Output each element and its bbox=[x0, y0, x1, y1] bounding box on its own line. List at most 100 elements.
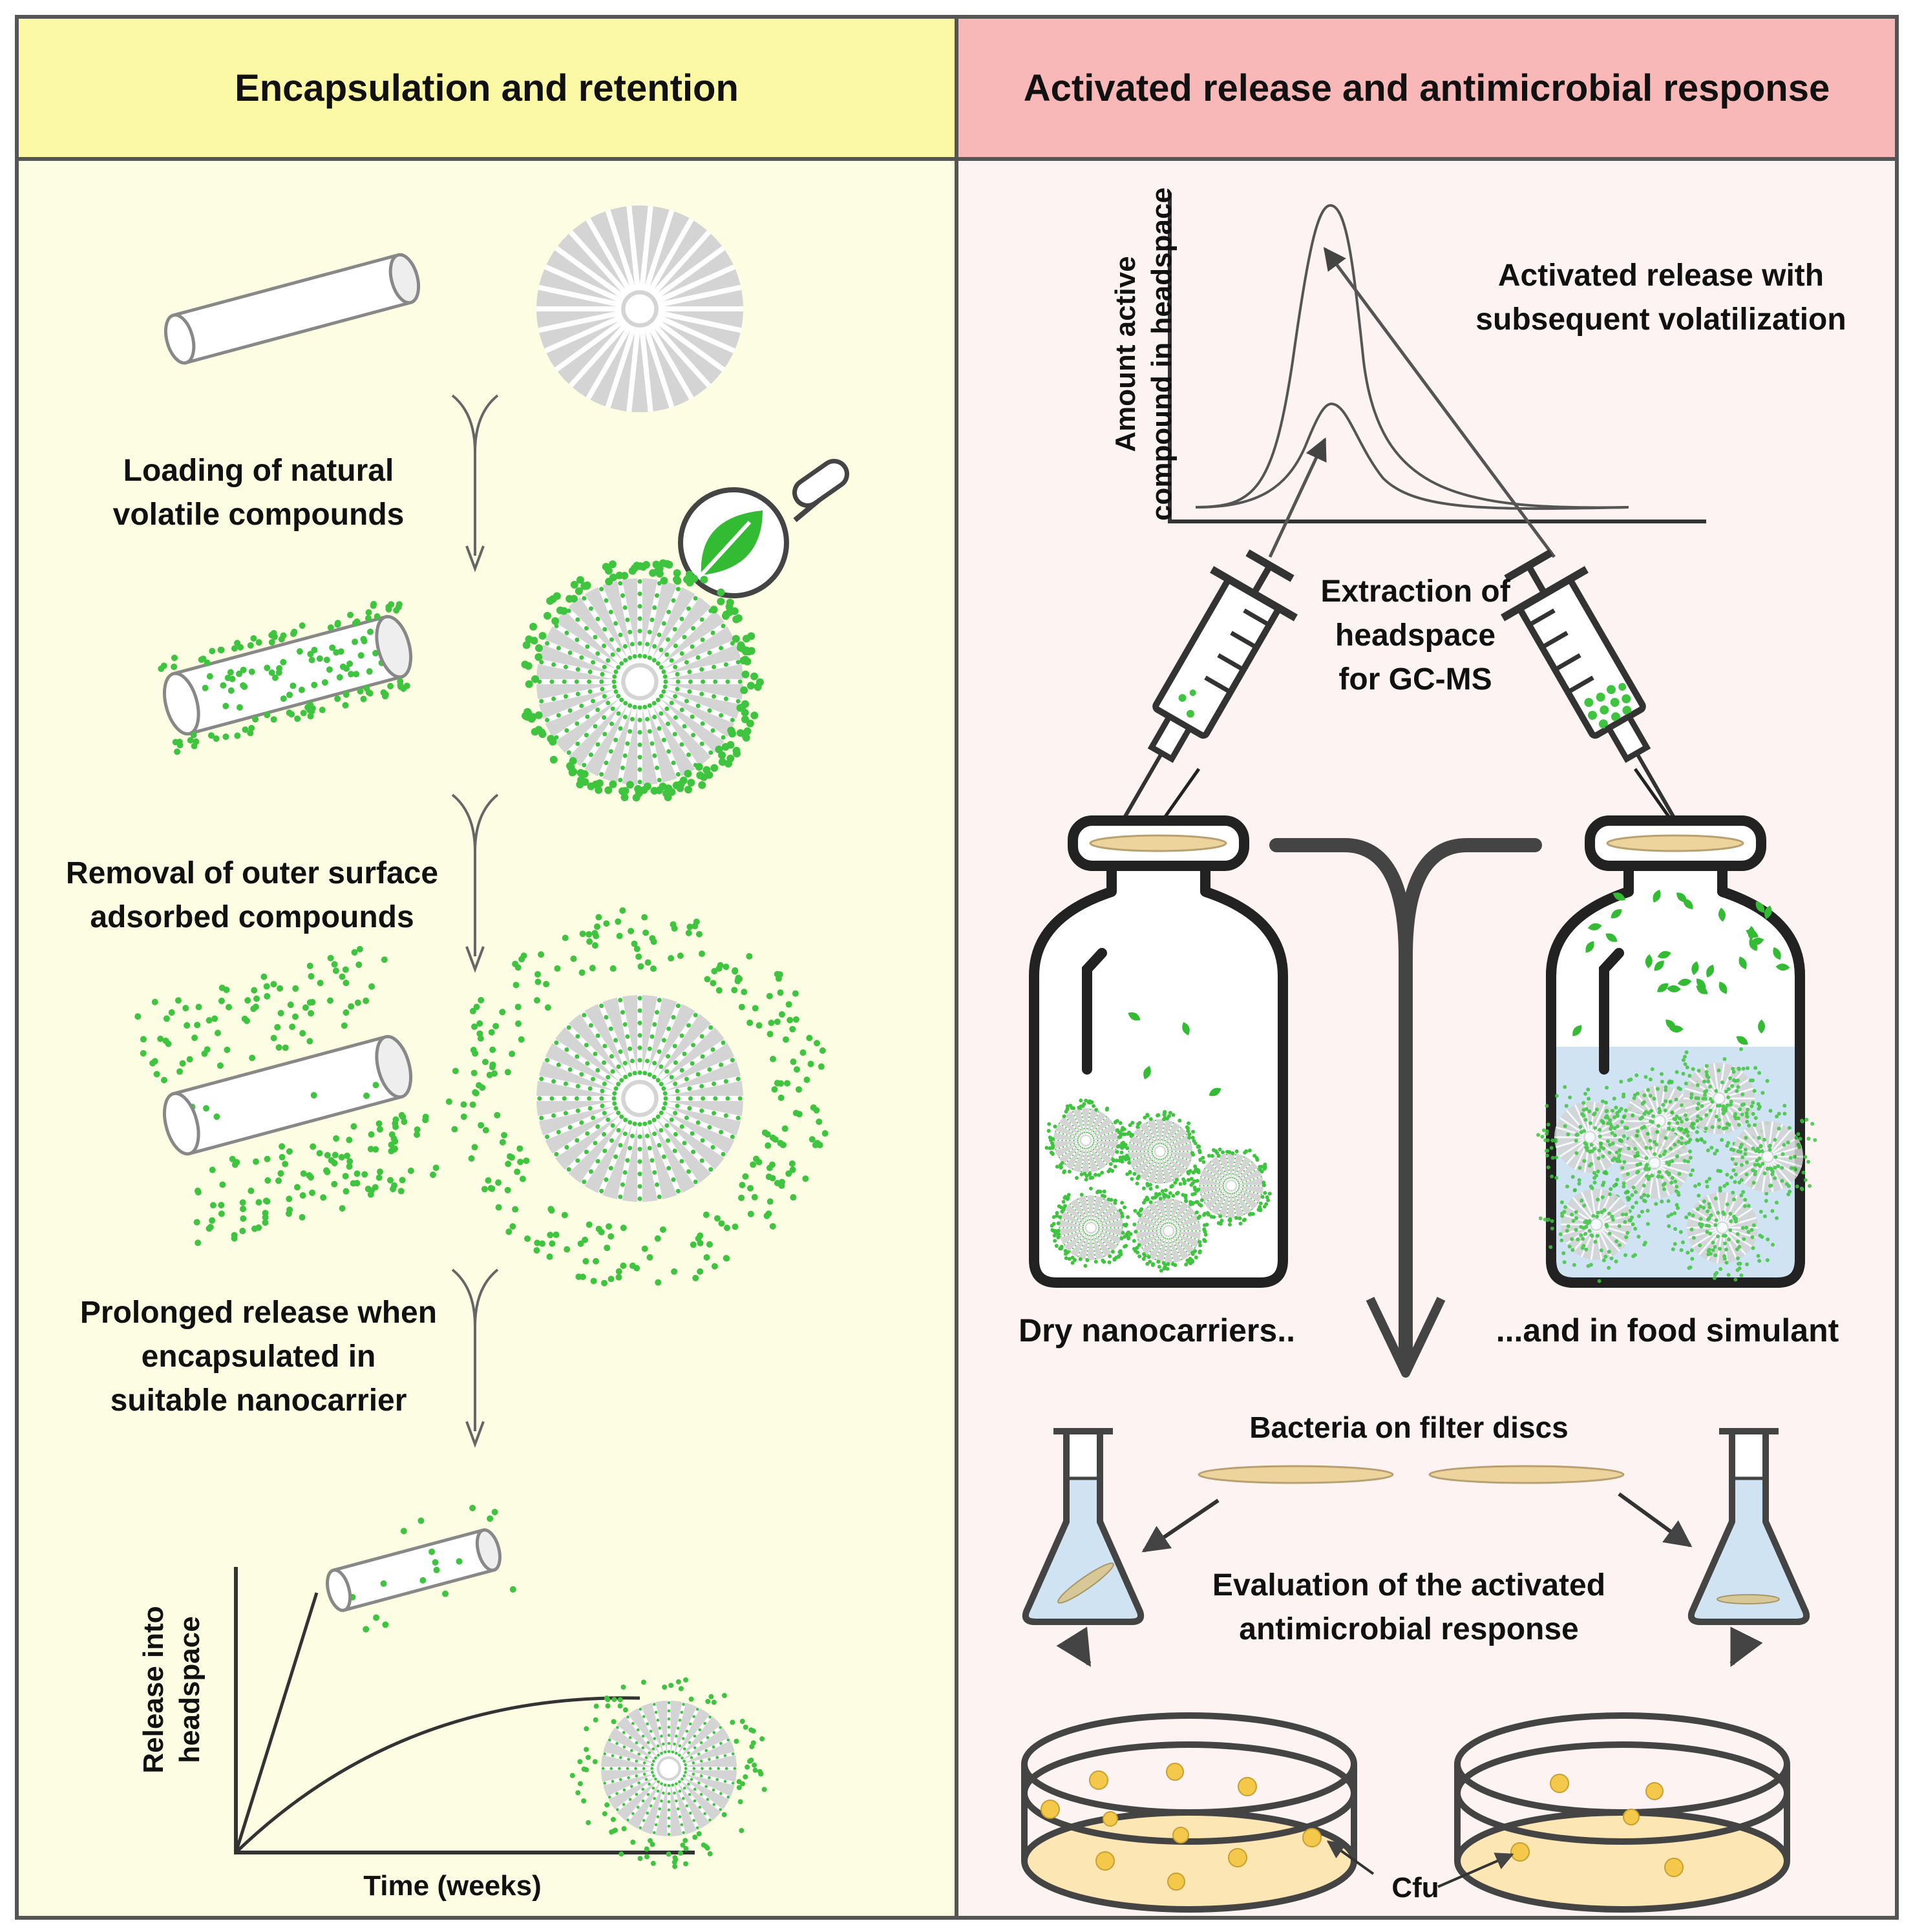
volatile-leaf-icon bbox=[1666, 985, 1681, 992]
release-graph bbox=[234, 1567, 695, 1854]
volatile-leaf-icon bbox=[1611, 909, 1622, 919]
nanocarrier-particle bbox=[1044, 1098, 1128, 1182]
left-panel-title: Encapsulation and retention bbox=[235, 67, 739, 109]
release-ylabel-line-2: headspace bbox=[174, 1616, 206, 1763]
nanocarrier-particle bbox=[1599, 1110, 1709, 1219]
low-peak-curve bbox=[1195, 402, 1629, 510]
activated-release-annotation: Activated release with subsequent volati… bbox=[1448, 254, 1874, 342]
right-header-bg bbox=[956, 17, 1897, 159]
fast-release-curve bbox=[234, 1592, 319, 1853]
volatile-leaf-icon bbox=[1736, 1036, 1748, 1045]
volatile-leaf-icon bbox=[1718, 982, 1728, 994]
removal-line-1: Removal of outer surface bbox=[65, 856, 439, 890]
volatile-leaf-icon bbox=[1758, 1019, 1766, 1034]
extraction-line-3: for GC-MS bbox=[1338, 662, 1492, 697]
nanotube-icon bbox=[164, 253, 421, 365]
volatile-leaf-icon bbox=[1677, 978, 1692, 986]
high-peak-curve bbox=[1195, 204, 1629, 509]
volatile-leaf-icon bbox=[1128, 1012, 1141, 1021]
septum-disc bbox=[1089, 834, 1227, 852]
washed-nanotube-icon bbox=[134, 945, 439, 1246]
volatile-leaf-icon bbox=[1775, 963, 1790, 971]
nanocarrier-particle bbox=[1538, 1170, 1650, 1283]
volatile-leaf-icon bbox=[1755, 901, 1765, 913]
release-graph-xlabel: Time (weeks) bbox=[363, 1870, 542, 1902]
evaluation-line-1: Evaluation of the activated bbox=[1212, 1568, 1606, 1602]
prolonged-step-label: Prolonged release when encapsulated in s… bbox=[52, 1291, 465, 1423]
filter-disc bbox=[1428, 1465, 1625, 1484]
washed-nanoparticle-icon bbox=[445, 907, 829, 1286]
removal-step-label: Removal of outer surface adsorbed compou… bbox=[39, 852, 465, 940]
headspace-graph-ylabel: Amount active compound in headspace bbox=[1108, 180, 1180, 529]
release-ylabel-line-1: Release into bbox=[138, 1606, 169, 1774]
volatile-leaf-icon bbox=[1182, 1022, 1190, 1036]
loaded-nanotube-icon bbox=[158, 600, 413, 755]
colony-group bbox=[1510, 1774, 1684, 1877]
right-panel-title: Activated release and antimicrobial resp… bbox=[1023, 67, 1830, 109]
volatile-leaf-icon bbox=[1653, 889, 1661, 903]
volatile-leaf-icon bbox=[1773, 947, 1781, 960]
volatile-leaf-icon bbox=[1612, 892, 1626, 901]
volatile-leaf-icon bbox=[1572, 1025, 1582, 1036]
nanocarrier-particle bbox=[1536, 1085, 1645, 1193]
filter-disc bbox=[1198, 1465, 1394, 1484]
flask-icon bbox=[1688, 1428, 1810, 1625]
extraction-line-1: Extraction of bbox=[1320, 574, 1510, 609]
volatile-leaf-icon bbox=[1654, 960, 1664, 971]
evaluation-label: Evaluation of the activated antimicrobia… bbox=[1176, 1564, 1642, 1652]
volatile-leaf-icon bbox=[1645, 954, 1653, 969]
volatile-leaf-icon bbox=[1657, 983, 1669, 992]
volatile-leaf-icon bbox=[1605, 933, 1618, 942]
nanocarrier-particle bbox=[1189, 1147, 1272, 1227]
evaluation-line-2: antimicrobial response bbox=[1239, 1612, 1579, 1646]
loading-line-2: volatile compounds bbox=[112, 498, 405, 532]
leaf-magnifier-icon bbox=[678, 459, 849, 598]
volatile-leaf-icon bbox=[1750, 938, 1764, 945]
volatile-leaf-icon bbox=[1706, 964, 1715, 978]
nanocarrier-particle bbox=[1118, 1109, 1202, 1193]
volatile-leaf-icon bbox=[1696, 978, 1706, 990]
step-arrow bbox=[451, 793, 499, 973]
prolonged-line-3: suitable nanocarrier bbox=[110, 1383, 407, 1418]
petri-dish-icon bbox=[1454, 1712, 1790, 1913]
step-arrow bbox=[451, 1268, 499, 1448]
step-arrow bbox=[451, 394, 499, 572]
petri-dish-icon bbox=[1021, 1712, 1357, 1913]
headspace-ylabel-line-1: Amount active bbox=[1110, 256, 1141, 452]
released-nanotube-icon bbox=[326, 1504, 516, 1633]
prolonged-line-2: encapsulated in bbox=[141, 1339, 376, 1374]
headspace-ylabel-line-2: compound in headspace bbox=[1146, 187, 1178, 521]
nanocarrier-particle bbox=[1050, 1186, 1133, 1268]
septum-disc bbox=[1606, 834, 1744, 852]
volatile-leaf-icon bbox=[1585, 941, 1594, 953]
loading-line-1: Loading of natural bbox=[123, 454, 394, 488]
loading-step-label: Loading of natural volatile compounds bbox=[58, 449, 459, 537]
headspace-graph bbox=[1168, 193, 1706, 558]
dry-nanocarriers-label: Dry nanocarriers.. bbox=[1019, 1312, 1295, 1349]
volatile-leaf-icon bbox=[1669, 1025, 1684, 1033]
released-nanoparticle-icon bbox=[569, 1677, 767, 1869]
nanocarrier-particle bbox=[1667, 1169, 1779, 1282]
volatile-leaf-icon bbox=[1143, 1066, 1151, 1080]
syringe-icon bbox=[1123, 549, 1298, 819]
volatile-leaf-icon bbox=[1657, 950, 1671, 959]
annotation-line-1: Activated release with bbox=[1497, 258, 1824, 293]
volatile-leaf-icon bbox=[1691, 961, 1699, 976]
extraction-label: Extraction of headspace for GC-MS bbox=[1293, 570, 1538, 702]
volatile-leaf-icon bbox=[1587, 923, 1602, 930]
prolonged-line-1: Prolonged release when bbox=[79, 1296, 438, 1330]
release-graph-ylabel: Release into headspace bbox=[136, 1522, 208, 1858]
volatile-leaf-icon bbox=[1209, 1087, 1221, 1097]
colony-group bbox=[1041, 1763, 1322, 1891]
food-simulant-label: ...and in food simulant bbox=[1496, 1312, 1839, 1349]
merge-arrow bbox=[1269, 838, 1542, 1378]
nanoparticle-icon bbox=[536, 205, 743, 412]
cfu-label: Cfu bbox=[1391, 1872, 1439, 1904]
syringe-icon bbox=[1501, 549, 1676, 819]
volatile-leaf-icon bbox=[1676, 892, 1687, 903]
volatile-leaf-icon bbox=[1764, 905, 1772, 919]
nanocarrier-particle bbox=[1709, 1104, 1817, 1214]
volatile-leaf-icon bbox=[1746, 929, 1759, 938]
bacteria-label: Bacteria on filter discs bbox=[1249, 1411, 1569, 1444]
